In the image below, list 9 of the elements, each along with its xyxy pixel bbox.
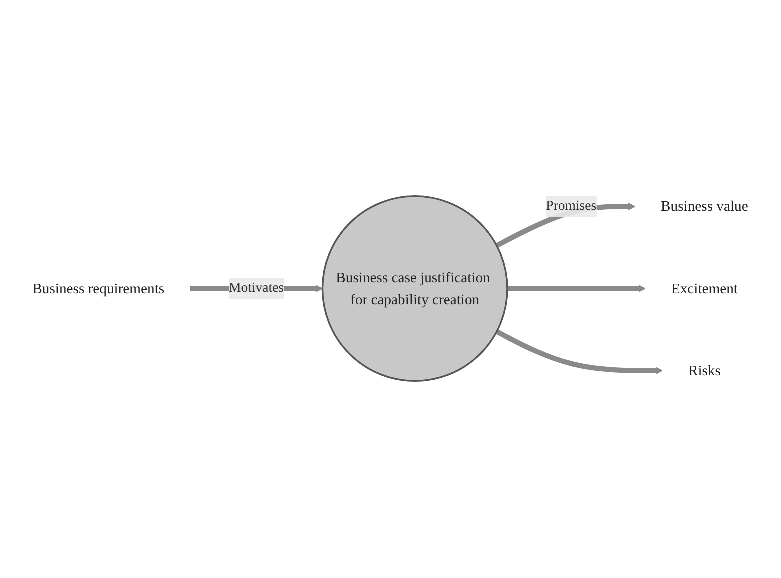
node-text: Business value [661,198,748,215]
edge-label: Promises [546,199,597,214]
node-circle: Business case justification for capability creation [322,196,508,382]
node-text: Risks [688,362,721,380]
node-text: Business requirements [32,280,165,297]
node-text: Excitement [671,280,738,297]
arrow [508,285,646,293]
edge-label: Motivates [229,281,284,296]
arrow [496,330,663,375]
